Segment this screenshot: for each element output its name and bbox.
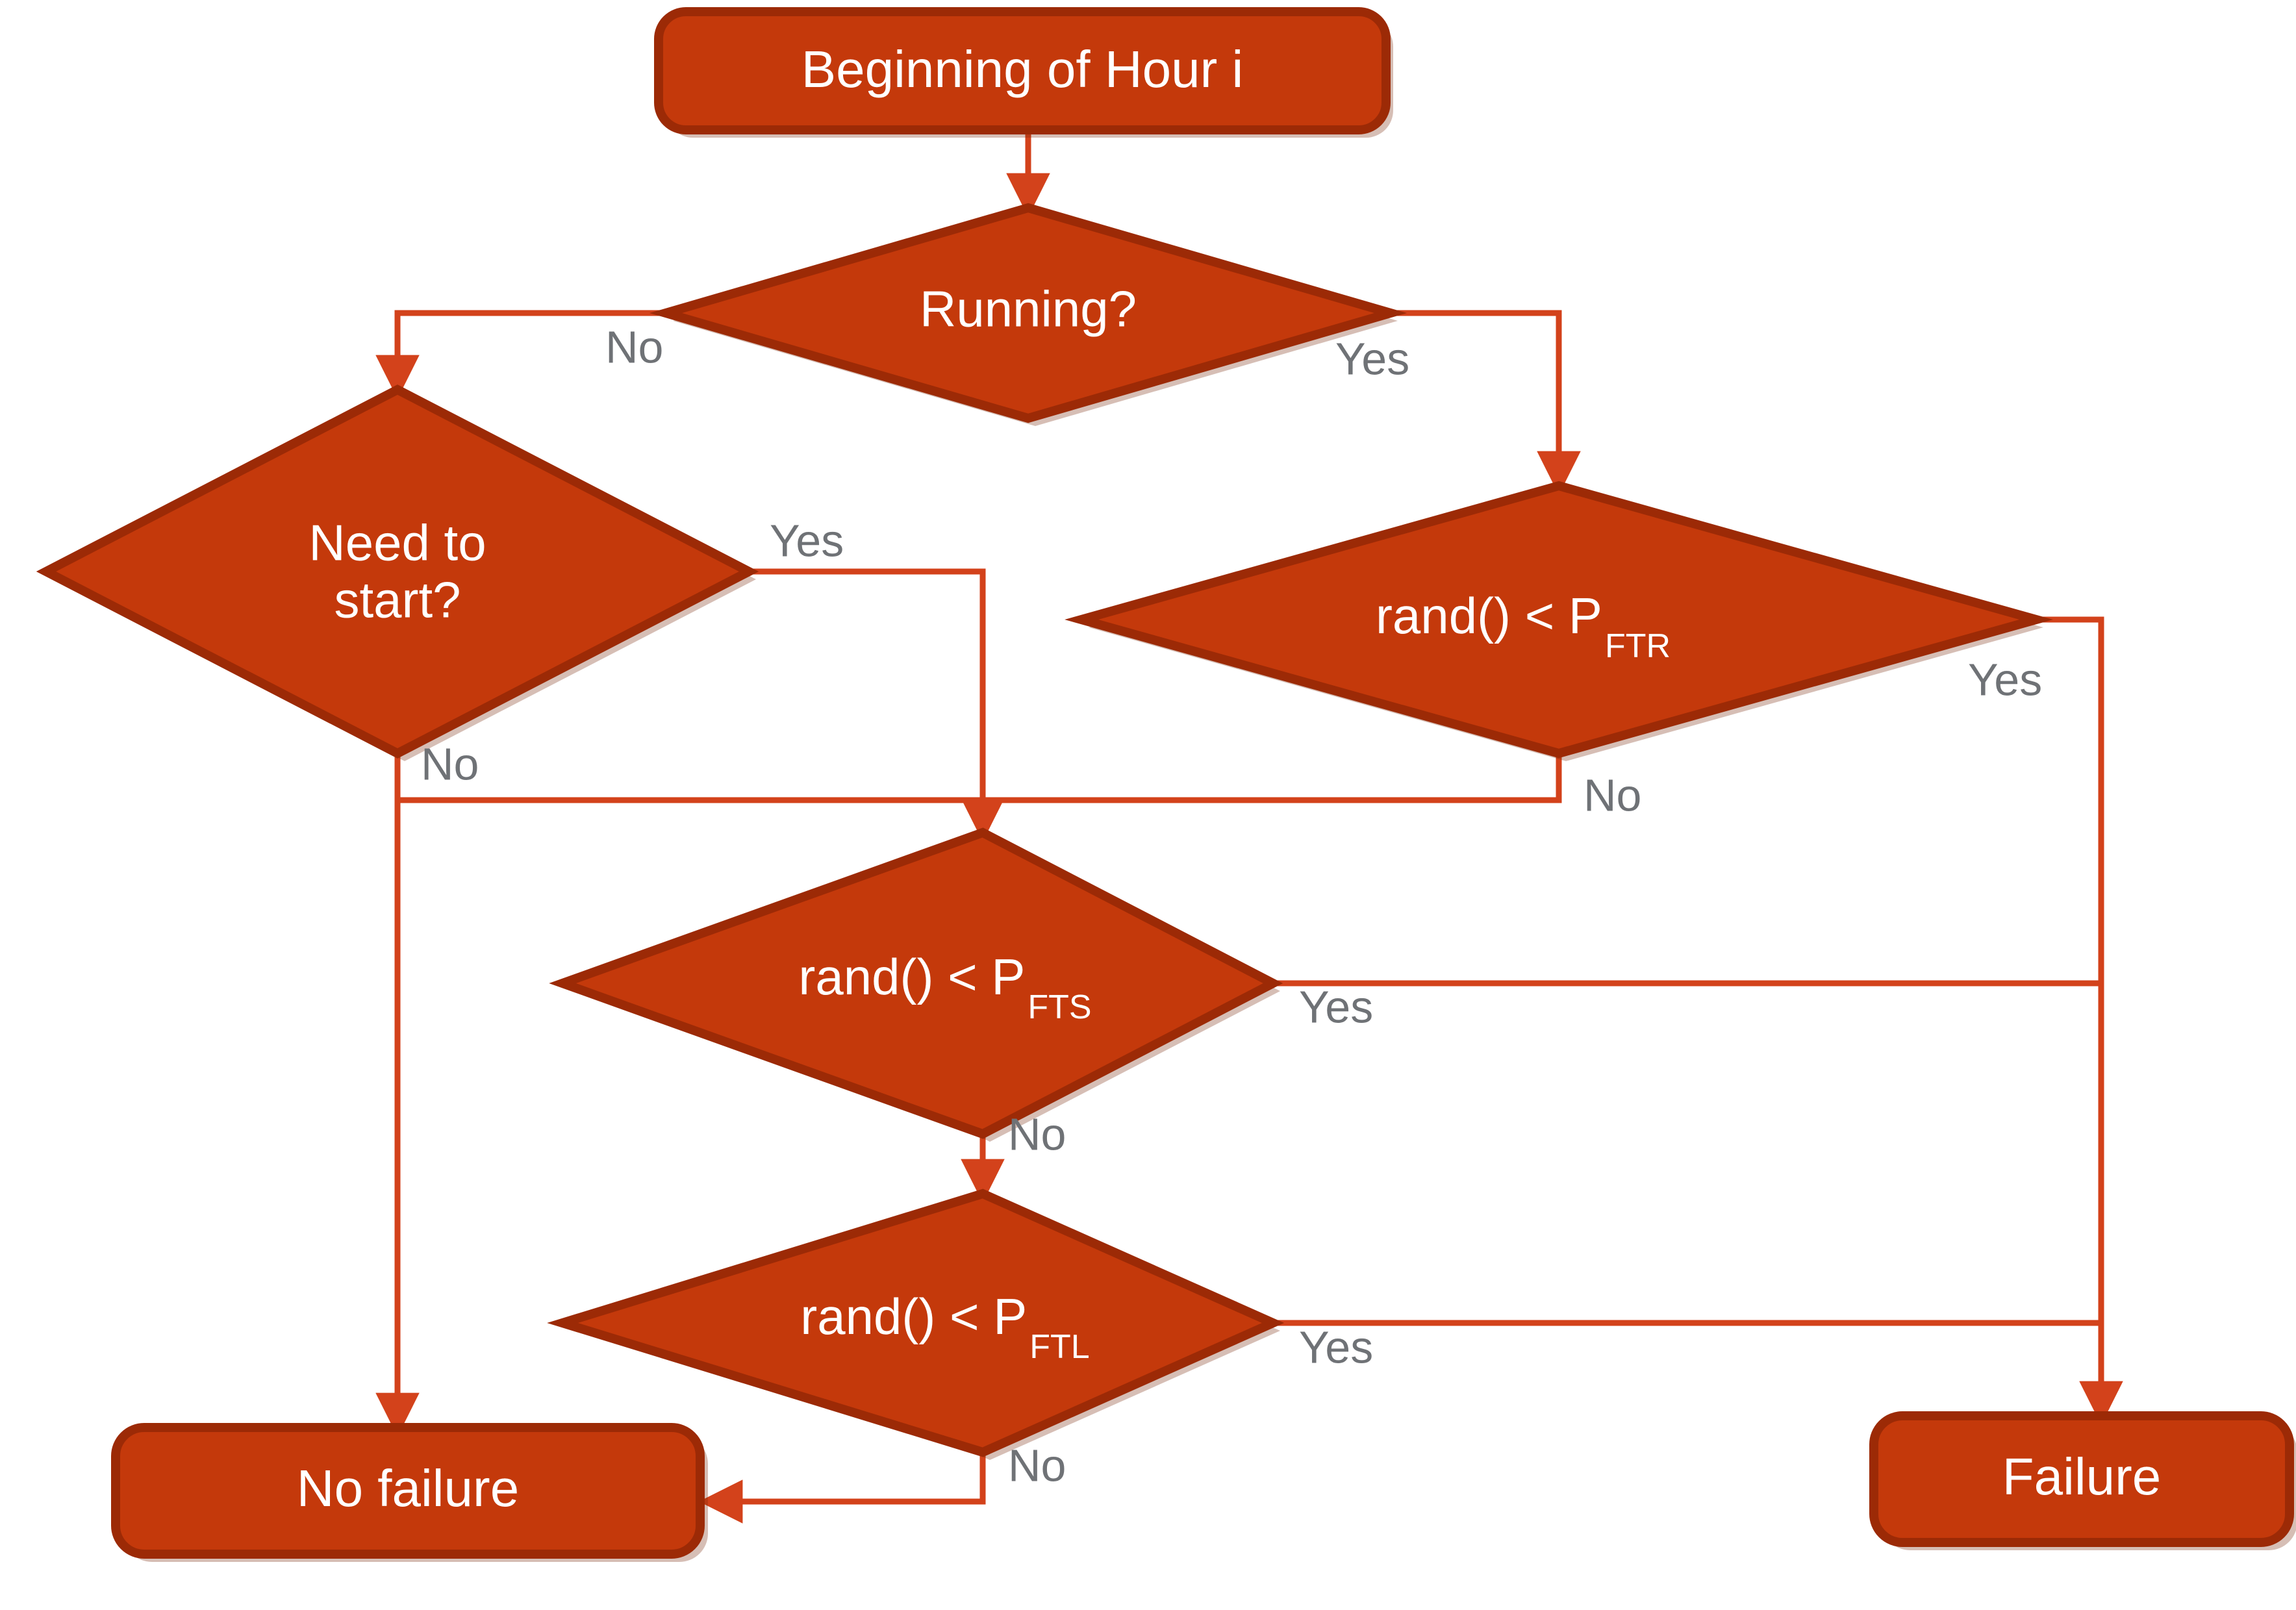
node-rand-ftl-shape — [547, 1189, 1285, 1457]
node-no-failure[interactable]: No failure — [111, 1423, 708, 1562]
node-failure[interactable]: Failure — [1869, 1411, 2296, 1550]
node-start[interactable]: Beginning of Hour i — [654, 7, 1393, 138]
node-failure-shape — [1869, 1411, 2294, 1547]
node-rand-ftl[interactable]: rand() < PFTL — [547, 1189, 1285, 1460]
connector-layer — [375, 133, 2123, 1524]
node-running-shape — [649, 203, 1407, 423]
node-running[interactable]: Running? — [649, 203, 1407, 426]
node-start-shape — [654, 7, 1391, 134]
edge-label-fts-yes: Yes — [1299, 981, 1373, 1032]
edge-running-no-to-need — [375, 310, 666, 399]
node-rand-fts[interactable]: rand() < PFTS — [549, 827, 1283, 1142]
edge-label-need-yes: Yes — [770, 515, 844, 566]
node-no-failure-shape — [111, 1423, 705, 1559]
node-rand-ftr[interactable]: rand() < PFTR — [1065, 481, 2053, 761]
edge-label-ftl-yes: Yes — [1299, 1322, 1373, 1372]
edge-label-fts-no: No — [1008, 1109, 1066, 1159]
node-rand-ftr-shape — [1065, 481, 2053, 759]
edge-need-yes-to-fts — [749, 568, 1005, 842]
edge-label-need-no: No — [421, 738, 479, 789]
edge-running-yes-to-ftr — [1391, 310, 1581, 496]
edge-label-ftr-yes: Yes — [1968, 654, 2042, 705]
edge-label-layer: No Yes Yes No Yes No Yes No Yes No — [421, 321, 2042, 1491]
edge-label-running-yes: Yes — [1335, 333, 1409, 384]
node-rand-fts-shape — [549, 827, 1283, 1139]
edge-ftl-no-to-nofailure — [698, 1452, 986, 1524]
edge-label-running-no: No — [605, 321, 663, 372]
node-need-to-start-shape — [36, 384, 759, 759]
node-need-to-start[interactable]: Need to start? — [36, 384, 759, 761]
edge-label-ftr-no: No — [1583, 770, 1641, 820]
edge-label-ftl-no: No — [1008, 1440, 1066, 1491]
edge-ftr-no-to-nofailure — [397, 753, 1562, 803]
edge-ftr-yes-to-failure — [2036, 616, 2123, 1426]
